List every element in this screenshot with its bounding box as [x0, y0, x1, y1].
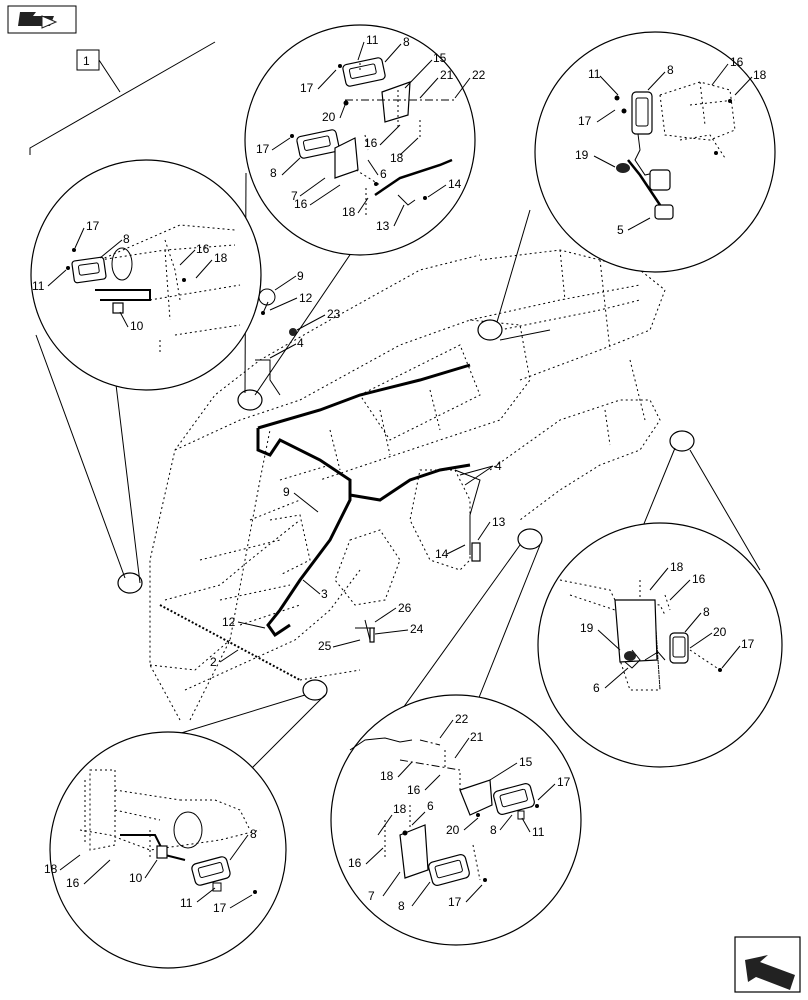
callout-label: 19 [575, 148, 589, 162]
callout-label: 17 [300, 81, 314, 95]
callout-label: 20 [446, 823, 460, 837]
callout-label: 14 [435, 547, 449, 561]
callout-label: 7 [291, 189, 298, 203]
next-page-arrow-icon[interactable] [734, 936, 801, 993]
detail-circle-right: 18 16 19 8 20 17 6 [537, 522, 783, 768]
callout-label: 2 [210, 655, 217, 669]
callout-label: 12 [222, 615, 236, 629]
callout-label: 7 [368, 889, 375, 903]
main-wiring-harness [255, 359, 481, 641]
callout-label: 18 [753, 68, 767, 82]
detail-circle-top-right: 11 8 16 18 17 19 5 [534, 31, 776, 273]
callout-label: 20 [322, 110, 336, 124]
callout-label: 6 [593, 681, 600, 695]
callout-label: 9 [283, 485, 290, 499]
callout-label: 24 [410, 622, 424, 636]
callout-label: 11 [32, 279, 45, 293]
callout-label: 26 [398, 601, 412, 615]
callout-label: 18 [342, 205, 356, 219]
callout-label: 15 [433, 51, 447, 65]
callout-label: 22 [455, 712, 469, 726]
callout-label: 5 [617, 223, 624, 237]
detail-circle-bottom-center: 22 21 18 16 15 17 18 6 20 8 11 16 7 8 17 [330, 694, 582, 946]
callout-label: 17 [448, 895, 462, 909]
callout-label: 8 [490, 823, 497, 837]
callout-label: 18 [214, 251, 228, 265]
callout-label: 20 [713, 625, 727, 639]
callout-label: 17 [256, 142, 270, 156]
small-parts [258, 288, 481, 643]
callout-label: 16 [66, 876, 80, 890]
callout-label: 12 [299, 291, 313, 305]
callout-label: 25 [318, 639, 332, 653]
callout-label: 18 [380, 769, 394, 783]
callout-label: 4 [297, 336, 304, 350]
callout-label: 8 [270, 166, 277, 180]
main-callout-labels: 9 12 23 4 4 9 13 14 3 12 2 26 24 25 [210, 269, 506, 669]
callout-label: 6 [380, 167, 387, 181]
location-markers [117, 319, 695, 701]
callout-label: 15 [519, 755, 533, 769]
callout-label: 11 [180, 896, 193, 910]
callout-label: 6 [427, 799, 434, 813]
callout-label: 13 [492, 515, 506, 529]
callout-label: 18 [44, 862, 58, 876]
callout-label: 23 [327, 307, 341, 321]
callout-label: 4 [495, 459, 502, 473]
callout-label: 8 [398, 899, 405, 913]
callout-label: 14 [448, 177, 462, 191]
callout-label: 16 [364, 136, 378, 150]
callout-label: 17 [578, 114, 592, 128]
reference-number: 1 [83, 54, 90, 68]
callout-label: 18 [393, 802, 407, 816]
callout-label: 8 [703, 605, 710, 619]
callout-label: 21 [440, 68, 454, 82]
callout-label: 8 [123, 232, 130, 246]
callout-label: 8 [250, 827, 257, 841]
callout-label: 11 [532, 825, 545, 839]
callout-label: 17 [213, 901, 227, 915]
callout-label: 13 [376, 219, 390, 233]
callout-label: 16 [294, 197, 308, 211]
callout-label: 16 [407, 783, 421, 797]
callout-label: 17 [557, 775, 571, 789]
callout-label: 8 [403, 35, 410, 49]
callout-label: 16 [730, 55, 744, 69]
callout-label: 10 [130, 319, 144, 333]
callout-label: 10 [129, 871, 143, 885]
callout-label: 22 [472, 68, 486, 82]
callout-label: 16 [348, 856, 362, 870]
callout-label: 17 [741, 637, 755, 651]
callout-label: 19 [580, 621, 594, 635]
detail-circle-bottom-left: 8 18 16 10 11 17 [44, 731, 287, 969]
callout-label: 16 [196, 242, 210, 256]
reference-number-box: 1 [29, 41, 216, 155]
detail-circle-top: 11 8 17 15 21 22 20 17 16 8 18 6 7 16 18… [244, 24, 486, 256]
callout-label: 17 [86, 219, 100, 233]
callout-label: 16 [692, 572, 706, 586]
detail-circle-left: 17 8 11 10 16 18 [30, 159, 262, 391]
view-orientation-icon[interactable] [7, 5, 77, 34]
callout-label: 18 [670, 560, 684, 574]
callout-label: 9 [297, 269, 304, 283]
callout-label: 21 [470, 730, 484, 744]
callout-label: 11 [366, 33, 379, 47]
callout-label: 8 [667, 63, 674, 77]
callout-label: 3 [321, 587, 328, 601]
callout-label: 11 [588, 67, 601, 81]
